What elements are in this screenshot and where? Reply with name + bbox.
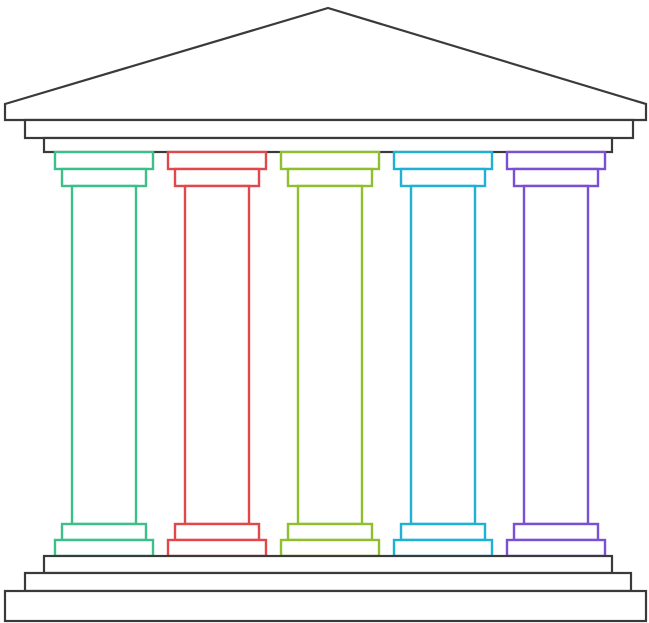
base-step-middle [25, 573, 631, 591]
pillar-5-capital-top [507, 152, 605, 169]
pillar-5-capital-bottom [514, 169, 598, 186]
pillar-1-base-top [62, 524, 146, 540]
base-step-top [44, 556, 612, 573]
pillar-4-base-top [401, 524, 485, 540]
pillar-2-capital-top [168, 152, 266, 169]
pillar-3-capital-top [281, 152, 379, 169]
pillar-3-capital-bottom [288, 169, 372, 186]
pillar-1-capital-bottom [62, 169, 146, 186]
pillar-5-shaft [524, 186, 588, 524]
pillar-4 [394, 152, 492, 556]
pillar-3 [281, 152, 379, 556]
pillar-5-base-top [514, 524, 598, 540]
entablature-upper [25, 120, 633, 138]
pillar-4-capital-top [394, 152, 492, 169]
pillars [55, 152, 605, 556]
roof-pediment [5, 8, 646, 120]
pillar-3-shaft [298, 186, 362, 524]
pillar-4-capital-bottom [401, 169, 485, 186]
roof [5, 8, 646, 152]
pillar-2 [168, 152, 266, 556]
pillar-1-base-bottom [55, 540, 153, 556]
pillar-2-capital-bottom [175, 169, 259, 186]
pillar-1 [55, 152, 153, 556]
base [5, 556, 646, 621]
pillar-3-base-top [288, 524, 372, 540]
entablature-lower [44, 138, 612, 152]
pillar-2-shaft [185, 186, 249, 524]
pillar-2-base-bottom [168, 540, 266, 556]
pillar-1-shaft [72, 186, 136, 524]
base-step-bottom [5, 591, 646, 621]
pillar-5 [507, 152, 605, 556]
pillar-2-base-top [175, 524, 259, 540]
pillar-4-shaft [411, 186, 475, 524]
pillar-1-capital-top [55, 152, 153, 169]
pillar-3-base-bottom [281, 540, 379, 556]
pillar-4-base-bottom [394, 540, 492, 556]
pillar-5-base-bottom [507, 540, 605, 556]
